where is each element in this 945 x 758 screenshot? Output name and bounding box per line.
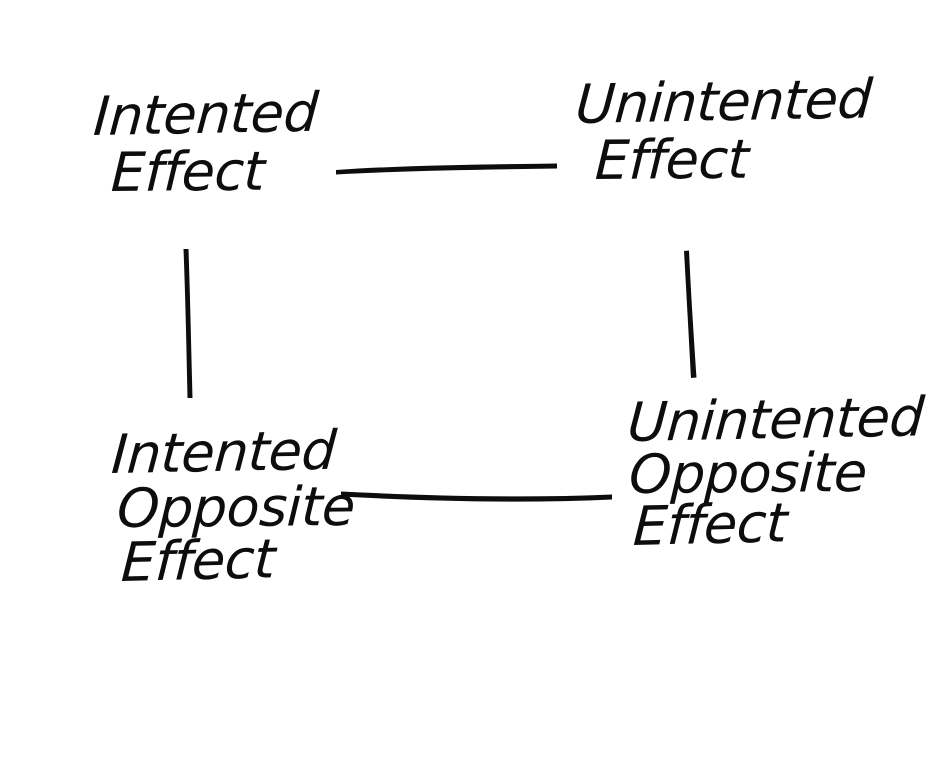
node-intended-effect-line-2: Effect (109, 139, 266, 205)
node-unintended-effect[interactable]: Unintented Effect (574, 67, 874, 193)
node-unintended-opposite-effect-line-3: Effect (631, 491, 789, 559)
node-intended-effect-line-1: Intented (91, 80, 320, 148)
node-unintended-opposite-effect-line-1: Unintented (625, 385, 926, 454)
right-vertical-connector (684, 250, 697, 378)
node-intended-opposite-effect-line-1: Intented (109, 418, 338, 486)
node-intended-opposite-effect-line-3: Effect (119, 527, 277, 595)
top-horizontal-connector (336, 163, 557, 175)
node-unintended-effect-line-1: Unintented (573, 67, 874, 136)
node-unintended-effect-line-2: Effect (593, 127, 750, 193)
node-intended-opposite-effect[interactable]: Intented Opposite Effect (110, 419, 357, 595)
node-intended-opposite-effect-line-2: Opposite (115, 475, 357, 541)
node-unintended-opposite-effect[interactable]: Unintented Opposite Effect (626, 385, 926, 559)
bottom-horizontal-connector (341, 491, 612, 502)
node-intended-effect[interactable]: Intented Effect (92, 81, 320, 205)
left-vertical-connector (183, 249, 193, 398)
